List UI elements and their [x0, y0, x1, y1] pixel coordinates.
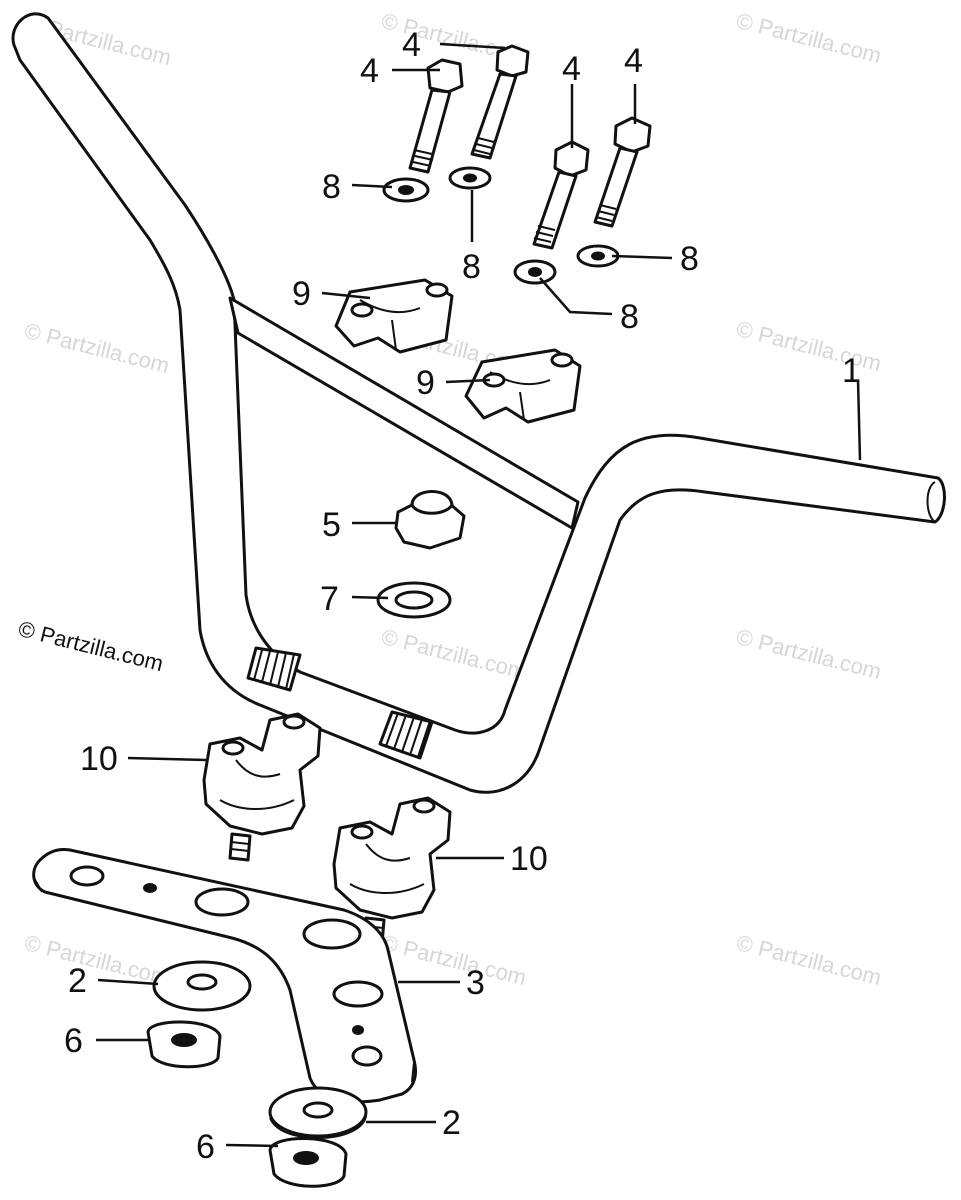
rubber-cushion [268, 1086, 368, 1140]
callout-7: 7 [320, 580, 339, 618]
bolt [408, 58, 464, 174]
handlebar [11, 12, 946, 794]
handlebar-bridge [32, 848, 417, 1104]
callout-4: 4 [624, 42, 643, 80]
callout-8: 8 [462, 248, 481, 286]
lock-washer [513, 259, 557, 285]
bolt [593, 116, 652, 228]
callout-9: 9 [292, 275, 311, 313]
lower-holder [202, 712, 322, 862]
callout-2: 2 [68, 962, 87, 1000]
upper-holder [464, 348, 582, 424]
callout-4: 4 [562, 50, 581, 88]
callout-10: 10 [510, 840, 548, 878]
callout-8: 8 [322, 168, 341, 206]
flange-nut [268, 1136, 348, 1188]
knurl-right [378, 710, 434, 760]
callout-1: 1 [842, 352, 861, 390]
callout-8: 8 [620, 298, 639, 336]
callout-4: 4 [360, 52, 379, 90]
callout-3: 3 [466, 964, 485, 1002]
callout-2: 2 [442, 1104, 461, 1142]
cap-nut [394, 490, 466, 550]
callout-4: 4 [402, 26, 421, 64]
knurl-left [246, 646, 302, 692]
bolt [532, 140, 590, 250]
callout-6: 6 [196, 1128, 215, 1166]
upper-holder [334, 278, 454, 354]
callout-10: 10 [80, 740, 118, 778]
callout-labels: 1 4 4 4 4 8 8 8 8 9 9 5 7 10 10 3 2 2 6 … [64, 26, 861, 1166]
flange-nut [146, 1020, 222, 1069]
bolt [470, 44, 530, 160]
rubber-cushion [152, 960, 252, 1012]
flat-washer [376, 581, 452, 619]
callout-8: 8 [680, 240, 699, 278]
lock-washer [382, 177, 430, 203]
callout-6: 6 [64, 1022, 83, 1060]
callout-9: 9 [416, 364, 435, 402]
leader-lines [96, 42, 862, 1148]
callout-5: 5 [322, 506, 341, 544]
lock-washer [448, 166, 492, 190]
